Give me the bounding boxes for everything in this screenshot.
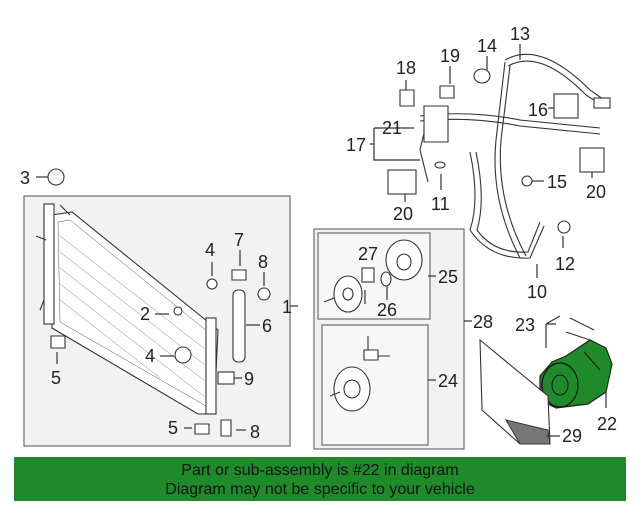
callout-4-lower: 4: [145, 346, 155, 366]
callout-labels: 1 2 3 4 4 5 5 6 7 8 8 9 10 11 12 13 14 1…: [20, 24, 617, 446]
callout-18: 18: [396, 58, 416, 78]
callout-17: 17: [346, 135, 366, 155]
callout-5-bottom: 5: [168, 418, 178, 438]
compressor-bracket-29: [479, 338, 551, 445]
callout-28: 28: [473, 312, 493, 332]
callout-24: 24: [438, 371, 458, 391]
notice-line-2: Diagram may not be specific to your vehi…: [165, 481, 475, 498]
callout-2: 2: [140, 304, 150, 324]
callout-13: 13: [510, 24, 530, 44]
ac-small-parts: [387, 68, 605, 341]
callout-6: 6: [262, 316, 272, 336]
callout-12: 12: [555, 254, 575, 274]
callout-3: 3: [20, 168, 30, 188]
small-parts-condenser: [47, 168, 271, 437]
notice-line-1: Part or sub-assembly is #22 in diagram: [181, 462, 459, 479]
callout-23: 23: [515, 315, 535, 335]
callout-15: 15: [547, 172, 567, 192]
callout-21: 21: [382, 118, 402, 138]
callout-25: 25: [438, 267, 458, 287]
callout-5-left: 5: [51, 368, 61, 388]
callout-26: 26: [377, 300, 397, 320]
callout-8-upper: 8: [258, 252, 268, 272]
callout-7: 7: [234, 230, 244, 250]
callout-16: 16: [528, 100, 548, 120]
callout-10: 10: [527, 282, 547, 302]
clutch-parts: [323, 239, 423, 412]
leader-lines: [36, 44, 607, 437]
compressor-part-22: [539, 339, 613, 409]
condenser: [35, 203, 219, 415]
callout-27: 27: [358, 244, 378, 264]
notice-banner: Part or sub-assembly is #22 in diagram D…: [14, 457, 626, 501]
callout-1: 1: [282, 297, 292, 317]
callout-8-lower: 8: [250, 422, 260, 442]
callout-19: 19: [440, 46, 460, 66]
callout-9: 9: [244, 369, 254, 389]
drier-tube: [232, 289, 246, 363]
callout-14: 14: [477, 36, 497, 56]
ac-lines: [419, 53, 611, 259]
callout-20-right: 20: [586, 182, 606, 202]
callout-29: 29: [562, 426, 582, 446]
callout-22: 22: [597, 414, 617, 434]
callout-20-left: 20: [393, 204, 413, 224]
callout-11: 11: [431, 194, 450, 214]
callout-4-upper: 4: [205, 240, 215, 260]
